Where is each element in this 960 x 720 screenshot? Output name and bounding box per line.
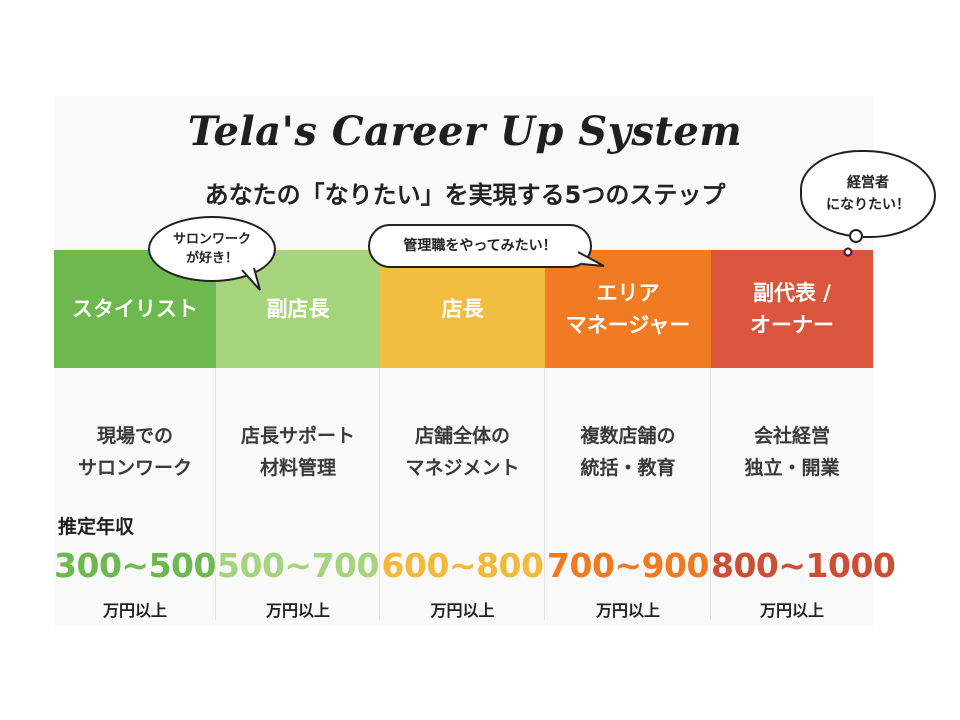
column-divider xyxy=(545,368,711,620)
step-description: 店長サポート 材料管理 xyxy=(216,420,380,484)
description-line: 材料管理 xyxy=(259,457,336,479)
bubble-text: サロンワーク xyxy=(172,232,251,247)
thought-dots-icon xyxy=(843,229,863,257)
step-header-label: オーナー xyxy=(750,313,834,337)
salary-unit: 万円以上 xyxy=(759,601,824,620)
description-line: 店長サポート xyxy=(240,425,355,447)
salary-range: 600~800 xyxy=(381,546,544,585)
salary-range: 700~900 xyxy=(547,546,709,585)
description-line: 店舗全体の xyxy=(414,425,510,447)
step-header-label: 副店長 xyxy=(266,297,330,321)
salary-label: 推定年収 xyxy=(58,516,135,538)
column-divider xyxy=(54,368,216,620)
description-line: 複数店舗の xyxy=(580,425,676,447)
step-description: 店舗全体の マネジメント xyxy=(380,420,545,484)
description-line: 統括・教育 xyxy=(580,457,676,479)
step-header-store-manager: 店長 xyxy=(380,250,545,368)
description-line: マネジメント xyxy=(405,457,520,479)
bubble-text: が好き！ xyxy=(185,251,238,266)
column-divider xyxy=(216,368,380,620)
bubble-text: になりたい！ xyxy=(826,197,910,213)
step-header-owner: 副代表 / オーナー xyxy=(711,250,873,368)
salary-unit: 万円以上 xyxy=(265,601,330,620)
page-subtitle: あなたの「なりたい」を実現する5つのステップ xyxy=(204,181,726,209)
step-header-label: マネージャー xyxy=(565,313,691,337)
bubble-tail-icon xyxy=(241,268,261,291)
step-header-area-manager: エリア マネージャー xyxy=(545,250,711,368)
salary-range: 500~700 xyxy=(217,546,379,585)
page-title: Tela's Career Up System xyxy=(187,108,743,155)
step-header-label: 店長 xyxy=(441,297,484,321)
salary-range: 300~500 xyxy=(54,546,216,585)
step-header-label: エリア xyxy=(596,281,660,305)
bubble-tail-icon xyxy=(578,251,605,267)
step-header-label: 副代表 / xyxy=(753,281,831,305)
description-line: 独立・開業 xyxy=(744,457,840,479)
step-header-label: スタイリスト xyxy=(72,297,198,321)
speech-bubble-management: 管理職をやってみたい！ xyxy=(368,224,592,268)
bubble-text: 経営者 xyxy=(847,175,889,191)
salary-unit: 万円以上 xyxy=(430,601,495,620)
description-line: 現場での xyxy=(96,425,173,447)
column-divider xyxy=(380,368,545,620)
step-description: 現場での サロンワーク xyxy=(54,420,216,484)
description-line: 会社経営 xyxy=(753,425,830,447)
salary-range: 800~1000 xyxy=(711,546,896,585)
salary-unit: 万円以上 xyxy=(102,601,167,620)
description-line: サロンワーク xyxy=(77,457,192,479)
thought-bubble-owner: 経営者 になりたい！ xyxy=(800,150,936,238)
speech-bubble-salon-work: サロンワーク が好き！ xyxy=(148,216,276,282)
step-description: 会社経営 独立・開業 xyxy=(711,420,873,484)
step-description: 複数店舗の 統括・教育 xyxy=(545,420,711,484)
salary-unit: 万円以上 xyxy=(595,601,660,620)
